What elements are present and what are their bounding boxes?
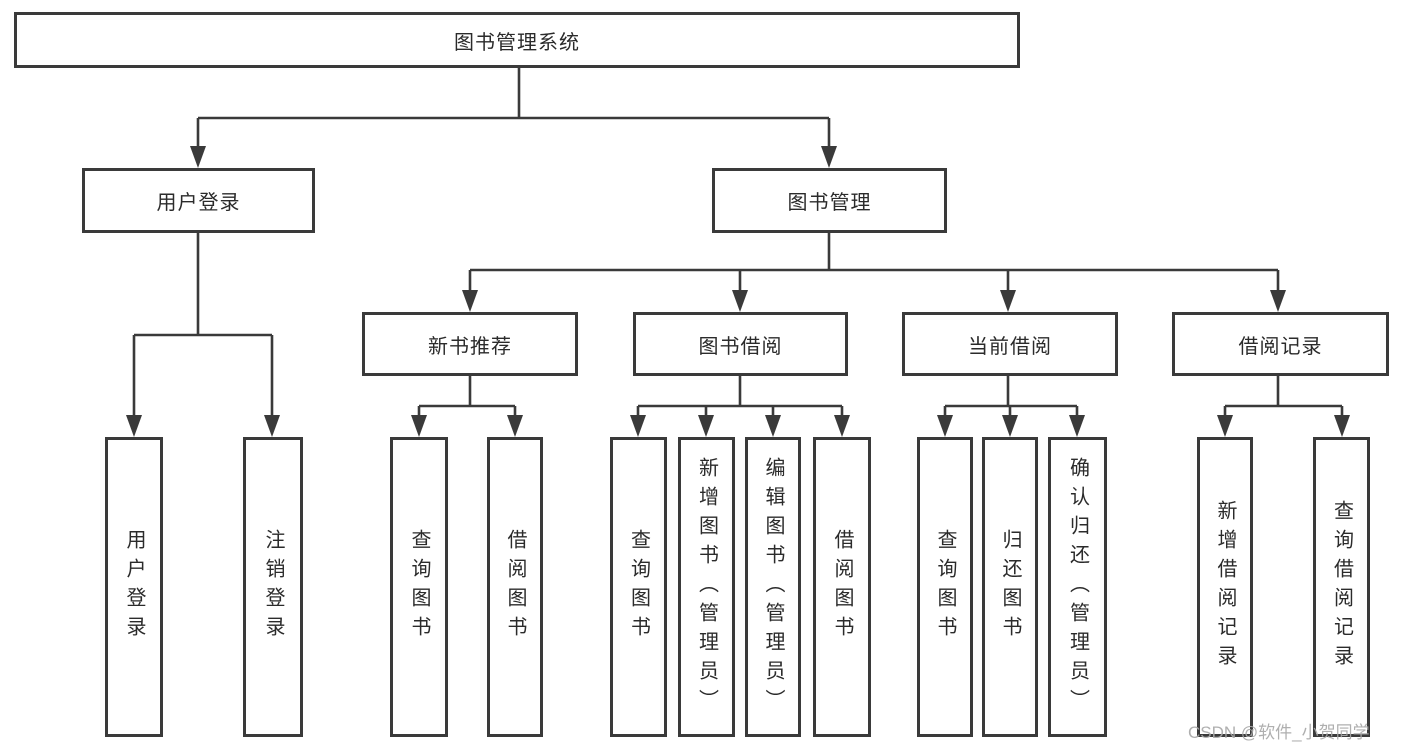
arrowhead-icon <box>834 415 850 437</box>
arrowhead-icon <box>411 415 427 437</box>
connector-borrow-records-children <box>1223 376 1344 420</box>
node-label: 新增借阅记录 <box>1214 500 1236 674</box>
leaf-add-borrow-record: 新增借阅记录 <box>1197 437 1253 737</box>
node-label: 查询图书 <box>408 529 430 645</box>
connector-current-borrow-children <box>943 376 1079 420</box>
arrowhead-icon <box>190 146 206 168</box>
node-label: 借阅图书 <box>831 529 853 645</box>
node-label: 注销登录 <box>262 529 284 645</box>
leaf-query-books-1: 查询图书 <box>390 437 448 737</box>
node-label: 查询借阅记录 <box>1330 500 1353 674</box>
node-label: 图书借阅 <box>698 335 783 358</box>
node-label: 图书管理系统 <box>454 31 580 54</box>
node-book-borrow: 图书借阅 <box>633 312 848 376</box>
arrowhead-icon <box>732 290 748 312</box>
node-borrow-records: 借阅记录 <box>1172 312 1389 376</box>
connector-book-borrow-children <box>636 376 844 420</box>
node-label: 用户登录 <box>156 192 241 214</box>
arrowhead-icon <box>507 415 523 437</box>
leaf-return-books: 归还图书 <box>982 437 1038 737</box>
node-label: 归还图书 <box>999 529 1021 645</box>
node-label: 查询图书 <box>627 529 650 645</box>
node-label: 借阅图书 <box>504 529 526 645</box>
node-current-borrow: 当前借阅 <box>902 312 1118 376</box>
arrowhead-icon <box>630 415 646 437</box>
arrowhead-icon <box>264 415 280 437</box>
node-label: 编辑图书（管理员） <box>762 456 784 718</box>
leaf-logout: 注销登录 <box>243 437 303 737</box>
node-label: 新增图书（管理员） <box>695 456 718 718</box>
arrowhead-icon <box>1217 415 1233 437</box>
node-user-login: 用户登录 <box>82 168 315 233</box>
connector-new-books-children <box>417 376 517 420</box>
node-label: 借阅记录 <box>1238 335 1323 358</box>
arrowhead-icon <box>821 146 837 168</box>
node-label: 新书推荐 <box>428 335 512 358</box>
arrowhead-icon <box>126 415 142 437</box>
arrowhead-icon <box>1000 290 1016 312</box>
node-new-book-recommend: 新书推荐 <box>362 312 578 376</box>
arrowhead-icon <box>1270 290 1286 312</box>
connector-user-login-children <box>132 233 274 420</box>
leaf-borrow-books-2: 借阅图书 <box>813 437 871 737</box>
leaf-query-books-3: 查询图书 <box>917 437 973 737</box>
connector-root-to-level2 <box>196 68 831 150</box>
node-label: 查询图书 <box>934 529 956 645</box>
node-label: 当前借阅 <box>968 335 1052 358</box>
node-label: 确认归还（管理员） <box>1066 456 1089 718</box>
node-label: 图书管理 <box>787 192 872 214</box>
arrowhead-icon <box>1069 415 1085 437</box>
arrowhead-icon <box>937 415 953 437</box>
leaf-edit-books-admin: 编辑图书（管理员） <box>745 437 801 737</box>
arrowhead-icon <box>462 290 478 312</box>
arrowhead-icon <box>1002 415 1018 437</box>
arrowhead-icon <box>1334 415 1350 437</box>
leaf-user-login: 用户登录 <box>105 437 163 737</box>
connector-book-mgmt-children <box>468 233 1280 294</box>
leaf-add-books-admin: 新增图书（管理员） <box>678 437 735 737</box>
node-library-management-system: 图书管理系统 <box>14 12 1020 68</box>
node-label: 用户登录 <box>123 529 145 645</box>
leaf-confirm-return-admin: 确认归还（管理员） <box>1048 437 1107 737</box>
leaf-borrow-books-1: 借阅图书 <box>487 437 543 737</box>
node-book-management: 图书管理 <box>712 168 947 233</box>
arrowhead-icon <box>698 415 714 437</box>
leaf-query-books-2: 查询图书 <box>610 437 667 737</box>
arrowhead-icon <box>765 415 781 437</box>
csdn-watermark: CSDN @软件_小贺同学 <box>1188 723 1370 742</box>
leaf-query-borrow-record: 查询借阅记录 <box>1313 437 1370 737</box>
